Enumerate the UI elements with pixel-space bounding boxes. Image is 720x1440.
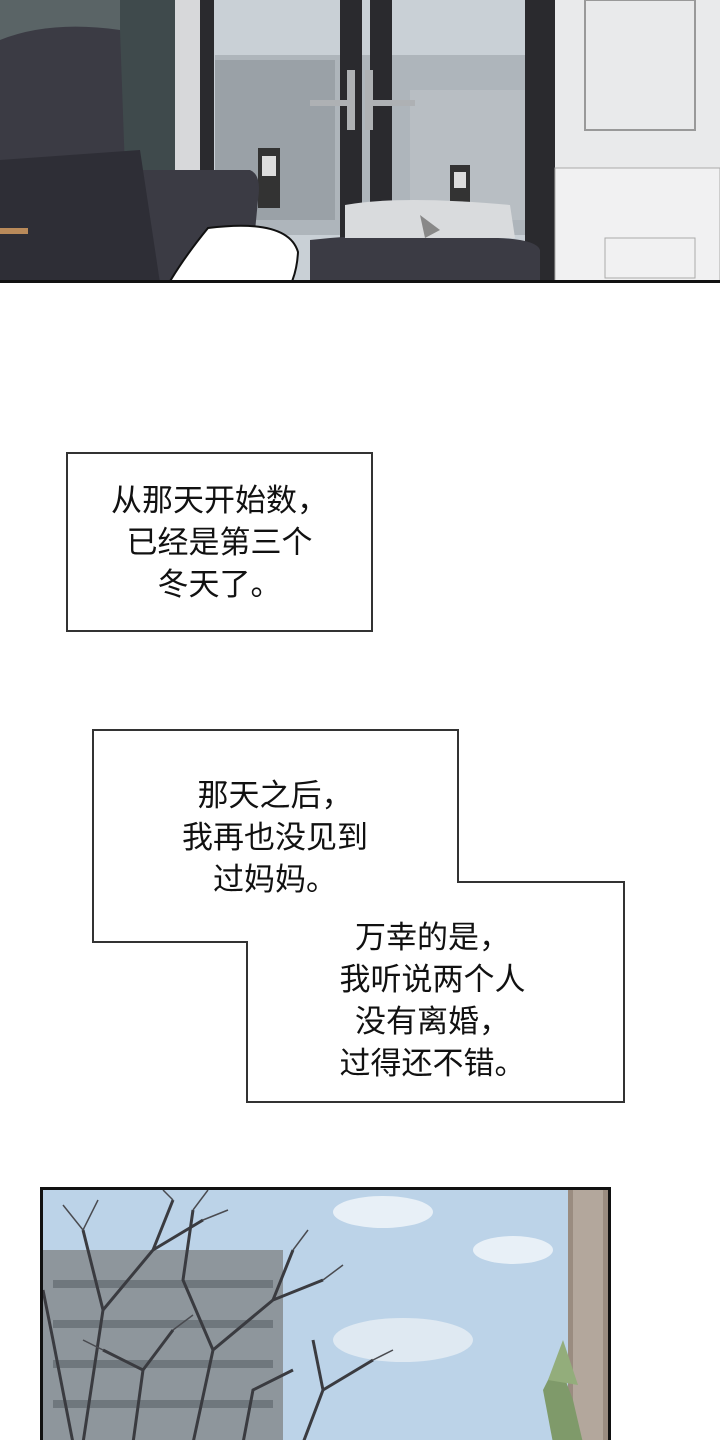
narration-line: 已经是第三个 — [126, 525, 313, 561]
narration-line: 我听说两个人 — [339, 962, 526, 998]
speech-bubble — [169, 224, 300, 280]
narration-line: 我再也没见到 — [182, 820, 368, 856]
narration-line: 万幸的是， — [355, 920, 510, 956]
narration-line: 那天之后， — [197, 778, 353, 814]
narration-line: 没有离婚， — [355, 1004, 510, 1040]
narration-box-2 — [92, 729, 625, 1103]
speech-bubble-text: - — [226, 268, 234, 283]
narration-line: 从那天开始数， — [111, 483, 328, 519]
winter-trees-illustration — [43, 1190, 608, 1440]
narration-line: 冬天了。 — [157, 567, 282, 603]
narration-line: 过妈妈。 — [213, 862, 337, 898]
panel-living-room: - — [0, 0, 720, 283]
narration-box-1: 从那天开始数， 已经是第三个 冬天了。 — [66, 452, 373, 632]
panel-winter-street — [40, 1187, 611, 1440]
living-room-illustration — [0, 0, 720, 280]
narration-line: 过得还不错。 — [339, 1046, 526, 1082]
